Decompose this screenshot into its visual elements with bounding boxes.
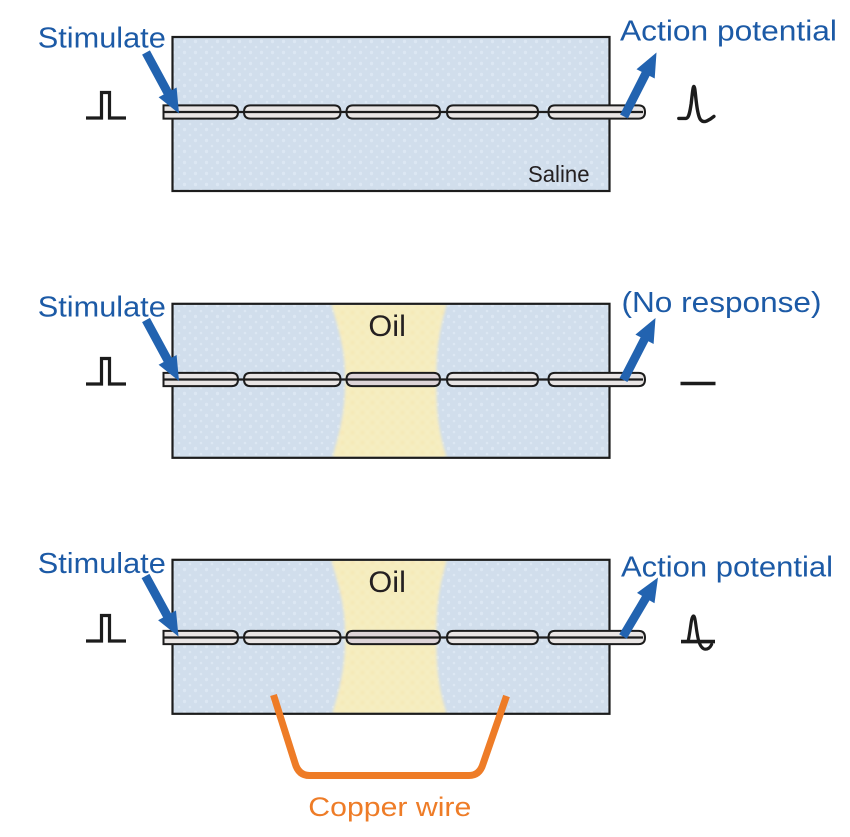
svg-text:Action potential: Action potential bbox=[621, 551, 833, 583]
svg-text:Stimulate: Stimulate bbox=[38, 292, 166, 324]
svg-text:Copper wire: Copper wire bbox=[308, 792, 471, 822]
svg-text:Stimulate: Stimulate bbox=[38, 548, 166, 580]
svg-text:Saline: Saline bbox=[528, 161, 590, 187]
svg-text:(No response): (No response) bbox=[622, 287, 822, 319]
svg-text:Action potential: Action potential bbox=[620, 16, 837, 48]
svg-text:Oil: Oil bbox=[368, 566, 406, 599]
svg-text:Oil: Oil bbox=[368, 310, 406, 343]
svg-text:Stimulate: Stimulate bbox=[38, 23, 166, 55]
